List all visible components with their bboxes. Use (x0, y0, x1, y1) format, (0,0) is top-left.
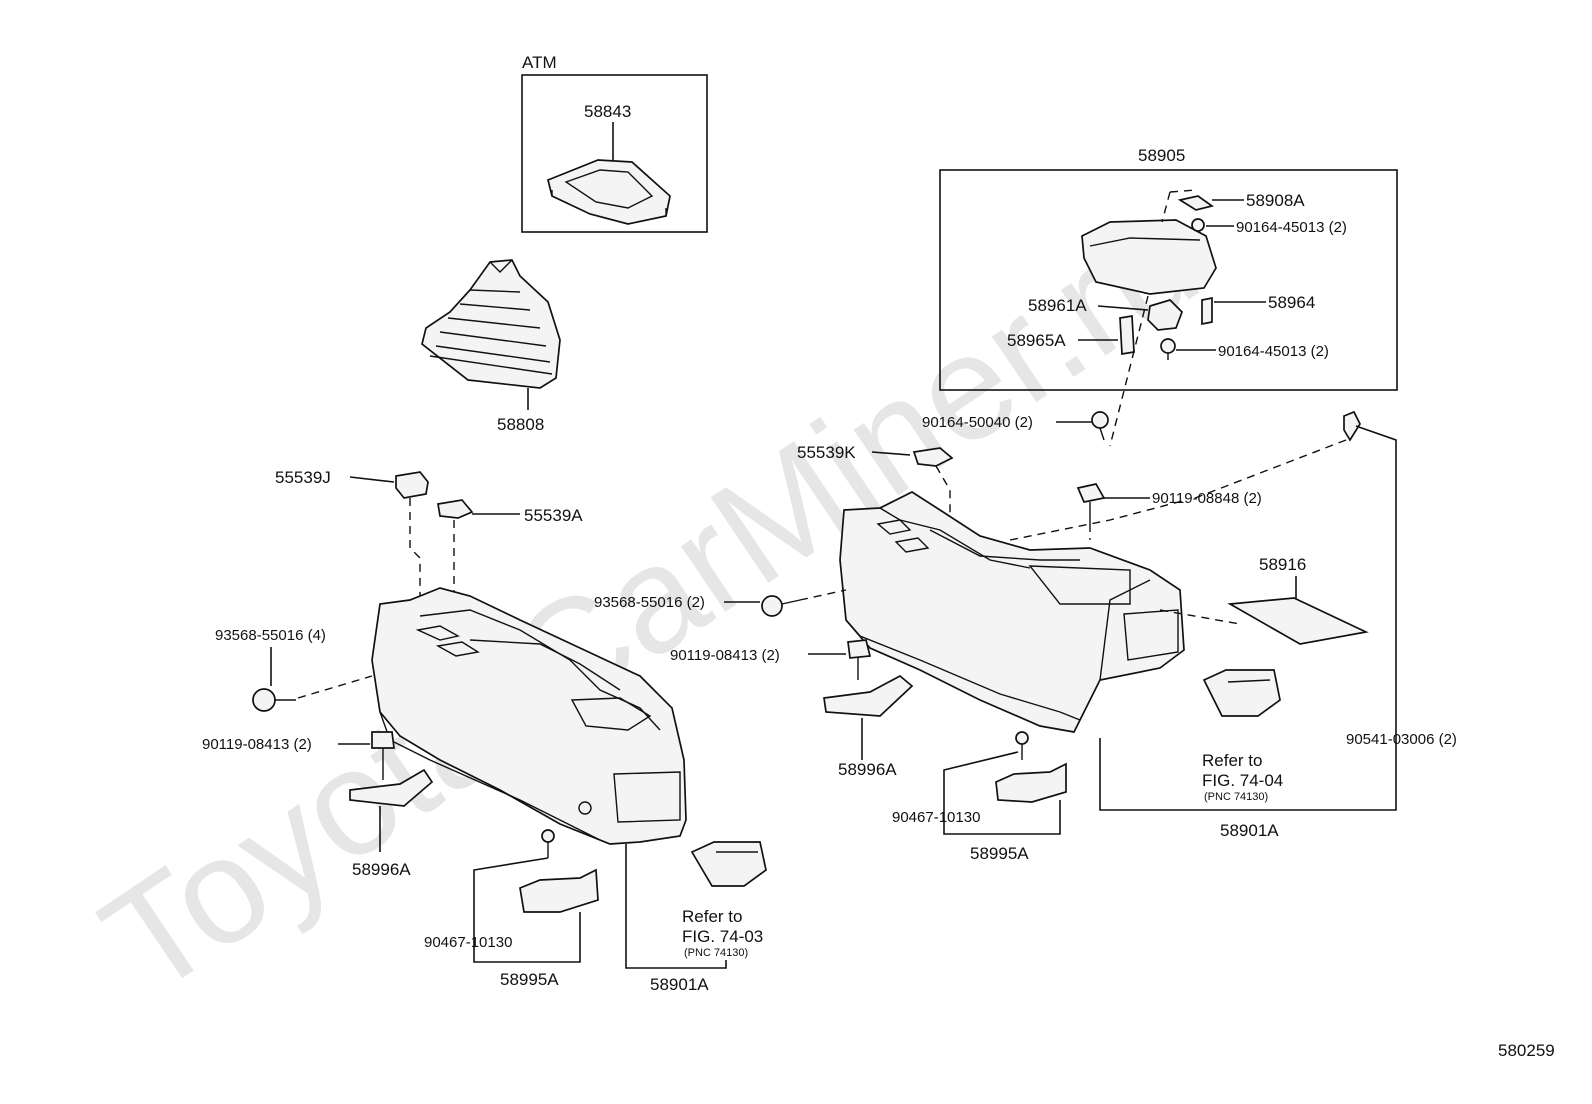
label-58901A-right: 58901A (1220, 821, 1279, 840)
right-console-part (839, 491, 1185, 733)
screw-90164-top-part (1191, 218, 1205, 232)
label-55539K: 55539K (797, 443, 856, 462)
latch-58961A-part (1147, 299, 1183, 331)
label-90541-03006: 90541-03006 (2) (1346, 731, 1457, 748)
label-93568-55016-4: 93568-55016 (4) (215, 627, 326, 644)
clip-90541-part (1343, 410, 1361, 442)
refer-left-line2: FIG. 74-03 (682, 927, 763, 946)
bolt-90119-left-part (371, 731, 395, 772)
spring-58964-part (1201, 296, 1213, 326)
clip-90467-left-part (541, 829, 555, 858)
label-55539J: 55539J (275, 468, 331, 487)
label-93568-55016-2: 93568-55016 (2) (594, 594, 705, 611)
shift-bezel-part (546, 159, 671, 225)
figure-number: 580259 (1498, 1041, 1555, 1060)
refer-right-line1: Refer to (1202, 751, 1262, 770)
bolt-90119-08848-part (1076, 483, 1106, 524)
screw-93568-left-part (252, 688, 296, 712)
label-58843: 58843 (584, 102, 631, 121)
label-58905: 58905 (1138, 146, 1185, 165)
ashtray-right-part (1202, 669, 1281, 717)
refer-left-line3: (PNC 74130) (684, 947, 748, 959)
clip-90467-right-part (1015, 731, 1029, 760)
refer-right-line2: FIG. 74-04 (1202, 771, 1283, 790)
label-58961A: 58961A (1028, 296, 1087, 315)
left-console-part (371, 587, 687, 845)
label-90119-08848: 90119-08848 (2) (1152, 490, 1262, 507)
atm-title: ATM (522, 53, 557, 72)
cap-55539K-part (912, 447, 954, 467)
ashtray-left-part (690, 841, 767, 887)
label-90467-10130-left: 90467-10130 (424, 934, 512, 951)
screw-90164-bottom-part (1160, 338, 1176, 360)
label-90164-45013-bottom: 90164-45013 (2) (1218, 343, 1329, 360)
label-58808: 58808 (497, 415, 544, 434)
refer-right-line3: (PNC 74130) (1204, 791, 1268, 803)
label-90164-50040: 90164-50040 (2) (922, 414, 1033, 431)
label-58916: 58916 (1259, 555, 1306, 574)
screw-93568-right-part (761, 595, 801, 617)
label-58908A: 58908A (1246, 191, 1305, 210)
armrest-box: 58905 58908A 90164-45013 (2) 58961A 5896… (939, 146, 1398, 391)
cap-55539J-part (395, 471, 429, 499)
bracket-58996A-left-part (349, 768, 434, 807)
atm-box: ATM 58843 (521, 53, 708, 233)
bracket-58995A-left-part (519, 868, 599, 913)
label-58965A: 58965A (1007, 331, 1066, 350)
bracket-58996A-right-part (823, 674, 914, 717)
mat-58916-part (1227, 597, 1369, 645)
label-58901A-left: 58901A (650, 975, 709, 994)
screw-90164-50040-part (1091, 411, 1109, 441)
label-58964: 58964 (1268, 293, 1315, 312)
label-90164-45013-top: 90164-45013 (2) (1236, 219, 1347, 236)
label-90467-10130-right: 90467-10130 (892, 809, 980, 826)
shift-boot-part (421, 259, 561, 389)
label-58995A-right: 58995A (970, 844, 1029, 863)
armrest-lid-part (1081, 219, 1217, 295)
label-58996A-left: 58996A (352, 860, 411, 879)
hinge-58908A-part (1177, 195, 1214, 211)
bracket-58995A-right-part (995, 762, 1067, 803)
refer-left-line1: Refer to (682, 907, 742, 926)
bolt-90119-right-part (847, 639, 872, 680)
label-90119-08413-left: 90119-08413 (2) (202, 736, 312, 753)
label-90119-08413-right: 90119-08413 (2) (670, 647, 780, 664)
label-58996A-right: 58996A (838, 760, 897, 779)
label-58995A-left: 58995A (500, 970, 559, 989)
cap-55539A-part (437, 499, 474, 519)
label-55539A: 55539A (524, 506, 583, 525)
pin-58965A-part (1119, 315, 1135, 355)
